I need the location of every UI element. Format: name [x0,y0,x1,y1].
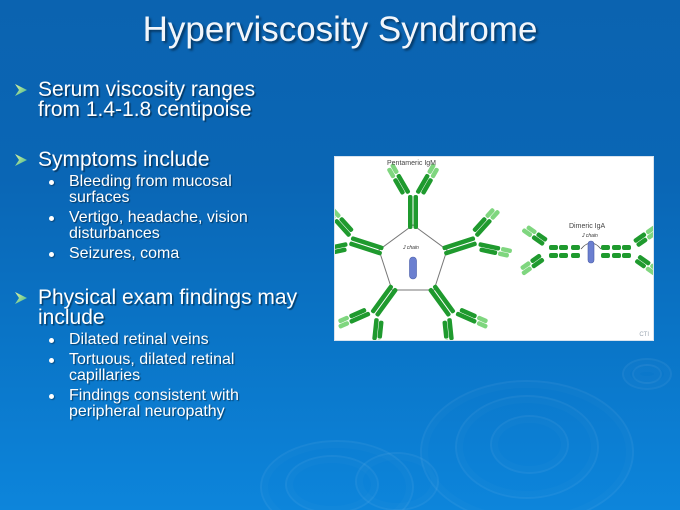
sub-bullet: Tortuous, dilated retinal capillaries [14,352,324,384]
sub-bullet-text: peripheral neuropathy [69,403,225,420]
bullet-symptoms: Symptoms include [14,148,324,171]
bullet-serum-viscosity: Serum viscosity ranges from 1.4-1.8 cent… [14,78,324,121]
sub-bullet-text: Findings consistent with [69,387,239,404]
dot-bullet-icon [49,180,54,185]
sub-bullet-text: disturbances [69,225,160,242]
dimeric-iga-label: Dimeric IgA [569,223,606,230]
bullet-text-line: Physical exam findings may [38,286,298,309]
bullet-content: Serum viscosity ranges from 1.4-1.8 cent… [14,78,324,424]
sub-bullet-text: Vertigo, headache, vision [69,209,248,226]
sub-bullet: Vertigo, headache, vision disturbances [14,210,324,242]
sub-bullet-text: Tortuous, dilated retinal [69,351,235,368]
ripple-decoration [420,380,634,510]
iga-j-chain-label: J chain [582,233,598,239]
sub-bullet-text: Bleeding from mucosal [69,173,232,190]
image-watermark: CTI [639,332,649,338]
slide-title: Hyperviscosity Syndrome [142,10,538,49]
sub-bullet-text: Dilated retinal veins [69,331,209,348]
pentameric-igm-label: Pentameric IgM [387,160,437,167]
sub-bullet: Findings consistent with peripheral neur… [14,388,324,420]
arrow-bullet-icon [15,292,27,304]
dot-bullet-icon [49,252,54,257]
ripple-decoration [355,452,439,510]
dot-bullet-icon [49,394,54,399]
bullet-text-line: from 1.4-1.8 centipoise [38,98,252,121]
sub-bullet-text: Seizures, coma [69,245,180,262]
igm-j-chain-label: J chain [403,245,419,251]
ripple-decoration [622,358,672,390]
sub-bullet: Seizures, coma [14,246,324,262]
bullet-text-line: Serum viscosity ranges [38,78,256,101]
sub-bullet-text: capillaries [69,367,141,384]
dot-bullet-icon [49,216,54,221]
antibody-diagram: Pentameric IgM J chain Dimeric IgA J cha… [334,156,654,341]
symptoms-sublist: Bleeding from mucosal surfaces Vertigo, … [14,174,324,262]
physical-exam-sublist: Dilated retinal veins Tortuous, dilated … [14,332,324,420]
bullet-text-line: include [38,306,105,329]
antibody-illustration [335,162,653,340]
dot-bullet-icon [49,338,54,343]
arrow-bullet-icon [15,84,27,96]
sub-bullet: Dilated retinal veins [14,332,324,348]
sub-bullet-text: surfaces [69,189,130,206]
bullet-physical-exam: Physical exam findings may include [14,286,324,329]
arrow-bullet-icon [15,154,27,166]
bullet-text-line: Symptoms include [38,148,210,171]
ripple-decoration [632,364,662,384]
dot-bullet-icon [49,358,54,363]
sub-bullet: Bleeding from mucosal surfaces [14,174,324,206]
